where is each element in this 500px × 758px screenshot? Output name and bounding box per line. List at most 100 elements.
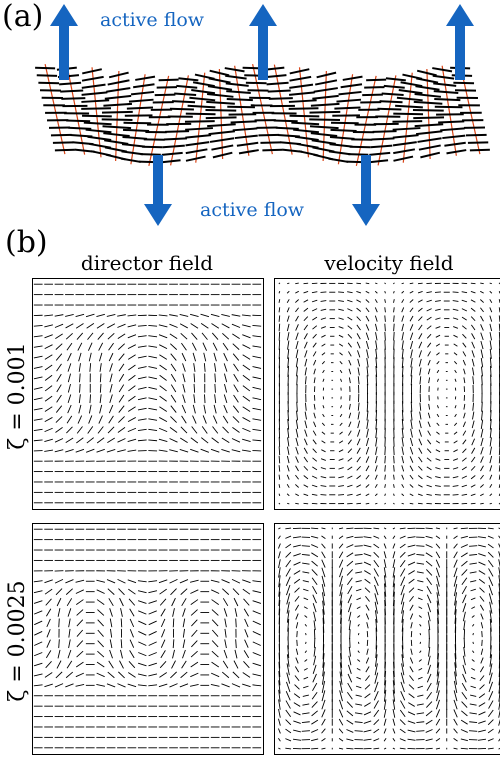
velocity-arrow [434, 291, 441, 293]
velocity-arrow [400, 568, 406, 577]
velocity-arrow [347, 484, 353, 488]
director-segment [75, 579, 85, 583]
velocity-arrow [392, 699, 396, 710]
director-dash [225, 82, 249, 87]
velocity-arrow [401, 474, 405, 480]
velocity-arrow [373, 568, 379, 577]
velocity-arrow [461, 457, 467, 462]
velocity-arrow [384, 315, 386, 322]
velocity-arrow [453, 709, 458, 718]
velocity-arrow [435, 699, 440, 710]
velocity-arrow [304, 650, 307, 654]
velocity-arrow [357, 350, 361, 358]
velocity-arrow [295, 349, 299, 359]
director-segment [160, 618, 166, 628]
velocity-arrow [312, 333, 317, 339]
velocity-arrow [479, 675, 485, 682]
director-segment [129, 629, 134, 638]
velocity-arrow [293, 720, 301, 724]
velocity-arrow [419, 376, 422, 385]
velocity-arrow [313, 412, 316, 419]
director-segment [193, 373, 196, 383]
velocity-arrow [322, 644, 325, 660]
velocity-arrow [460, 535, 468, 539]
director-segment [161, 629, 166, 638]
director-segment [159, 588, 167, 595]
velocity-arrow [338, 543, 344, 549]
velocity-arrow [348, 611, 352, 622]
director-segment [169, 578, 178, 584]
velocity-arrow [278, 502, 281, 505]
velocity-arrow [428, 403, 431, 410]
velocity-arrow [287, 428, 290, 439]
director-segment [137, 684, 147, 687]
velocity-arrow [338, 449, 344, 453]
velocity-arrow [285, 700, 291, 709]
velocity-arrow [470, 685, 476, 689]
red-line [355, 75, 377, 167]
velocity-arrow [436, 352, 440, 356]
director-segment [55, 416, 63, 423]
director-segment [211, 661, 220, 668]
velocity-arrow [365, 657, 370, 664]
velocity-arrow [425, 747, 433, 750]
velocity-arrow [286, 493, 290, 497]
director-segment [172, 649, 175, 659]
director-segment [241, 314, 251, 317]
velocity-arrow [400, 576, 406, 587]
velocity-arrow [365, 613, 370, 620]
director-segment [148, 673, 158, 677]
velocity-arrow [303, 341, 308, 349]
velocity-arrow [365, 340, 369, 350]
velocity-arrow [354, 730, 363, 732]
velocity-arrow [338, 467, 344, 470]
velocity-arrow [278, 689, 281, 702]
director-dash [185, 155, 206, 162]
director-segment [160, 650, 166, 659]
director-segment [242, 354, 251, 360]
velocity-arrow [373, 543, 380, 549]
director-segment [109, 394, 113, 404]
velocity-arrow [383, 527, 387, 530]
velocity-arrow [295, 502, 299, 505]
velocity-arrow [357, 659, 361, 662]
director-segment [33, 376, 43, 380]
director-dash [398, 88, 423, 95]
director-segment [169, 683, 178, 688]
velocity-arrow [301, 730, 310, 732]
velocity-arrow [320, 308, 327, 311]
velocity-arrow [356, 676, 362, 680]
velocity-arrow [489, 323, 493, 332]
director-segment [243, 598, 250, 606]
director-dash [330, 128, 357, 133]
velocity-arrow [374, 455, 378, 464]
velocity-arrow [294, 666, 300, 673]
velocity-arrow [470, 456, 476, 463]
velocity-arrow [373, 576, 379, 587]
director-segment [190, 313, 199, 318]
director-segment [127, 579, 137, 584]
velocity-arrow [454, 405, 457, 409]
velocity-arrow [401, 493, 405, 497]
velocity-arrow [321, 738, 326, 742]
row-label-zeta-00025: ζ = 0.0025 [5, 580, 30, 702]
director-segment [242, 344, 251, 350]
velocity-arrow [409, 332, 414, 340]
velocity-arrow [295, 474, 299, 480]
director-segment [159, 354, 168, 360]
velocity-arrow [400, 593, 405, 605]
director-segment [148, 590, 158, 594]
velocity-arrow [383, 551, 387, 559]
director-segment [242, 395, 251, 402]
velocity-arrow [357, 402, 360, 411]
director-segment [87, 426, 94, 434]
director-segment [182, 383, 186, 393]
velocity-arrow [435, 326, 441, 329]
velocity-arrow [487, 747, 494, 750]
velocity-arrow [460, 552, 468, 558]
velocity-arrow [417, 685, 424, 689]
velocity-arrow [427, 342, 432, 348]
director-segment [99, 373, 102, 383]
velocity-arrow [286, 307, 290, 313]
velocity-arrow [472, 402, 475, 411]
